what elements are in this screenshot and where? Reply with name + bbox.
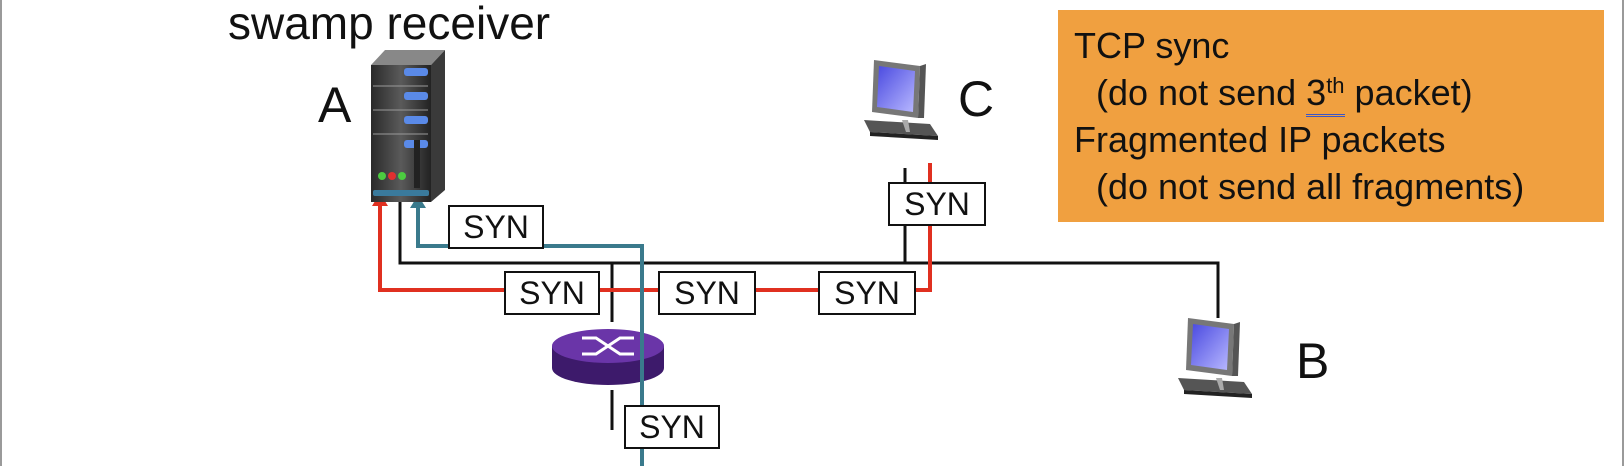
desktop-computer-icon: [864, 60, 938, 140]
attack-note-box: TCP sync (do not send 3th packet) Fragme…: [1058, 10, 1604, 222]
syn-packet: SYN: [658, 271, 756, 315]
router-icon: [552, 329, 664, 385]
syn-packet: SYN: [504, 271, 600, 315]
note-text: packet): [1344, 72, 1473, 113]
host-b-label: B: [1296, 333, 1330, 389]
syn-packet: SYN: [624, 405, 720, 449]
ordinal-number: 3th: [1306, 72, 1345, 117]
ordinal-suffix: th: [1326, 73, 1345, 98]
note-line-fragmented: Fragmented IP packets: [1074, 119, 1446, 160]
note-text: (do not send: [1096, 72, 1307, 113]
note-line-third-packet: (do not send 3th packet): [1074, 69, 1588, 117]
desktop-computer-icon: [1178, 318, 1252, 398]
slide-border-right: [1622, 0, 1624, 466]
ordinal-digit: 3: [1306, 72, 1327, 113]
diagram-title: swamp receiver: [228, 0, 551, 49]
attack-path: [378, 163, 932, 292]
slide-border-left: [0, 0, 2, 466]
syn-packet: SYN: [448, 205, 544, 249]
syn-packet: SYN: [888, 182, 986, 226]
server-icon: [371, 50, 445, 202]
link-bus: [398, 188, 1220, 318]
note-line-tcp-sync: TCP sync: [1074, 25, 1230, 66]
server-a-label: A: [318, 77, 352, 133]
host-c-label: C: [958, 71, 995, 127]
syn-packet: SYN: [818, 271, 916, 315]
note-line-fragments: (do not send all fragments): [1096, 166, 1525, 207]
